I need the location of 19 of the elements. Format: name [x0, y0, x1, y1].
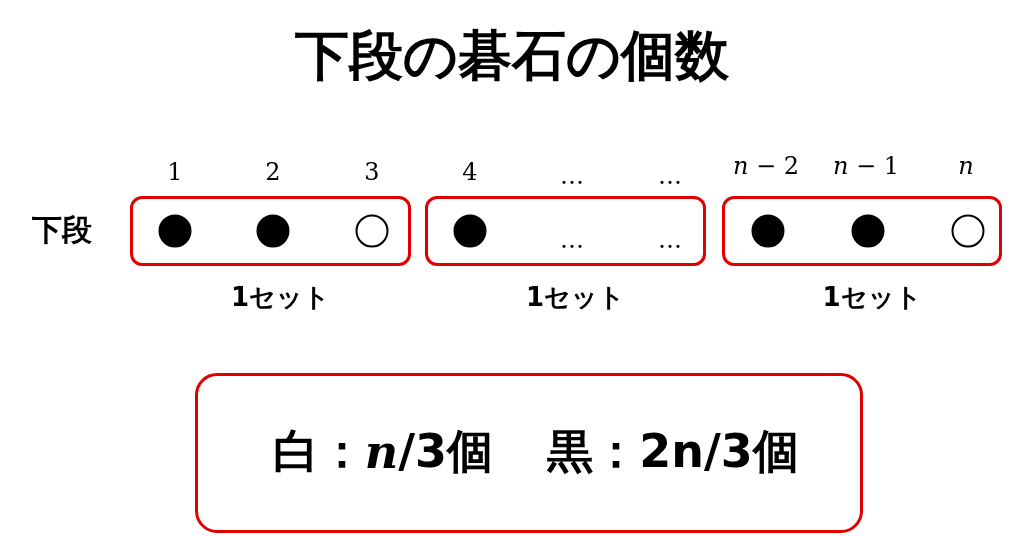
position-number: n	[958, 152, 974, 180]
position-number: …	[658, 226, 682, 254]
position-number: …	[658, 162, 682, 190]
count-text: 黒：2n/3個	[547, 423, 799, 480]
position-number: 4	[462, 158, 478, 186]
position-number: …	[560, 162, 584, 190]
position-number: 2	[265, 158, 281, 186]
count-text: 白：n/3個	[272, 423, 494, 481]
position-number: …	[560, 226, 584, 254]
result-box	[195, 373, 863, 533]
row-label: 下段	[32, 210, 92, 249]
position-number: 1	[167, 158, 183, 186]
position-number: n − 2	[732, 152, 800, 180]
set-label: 1セット	[822, 281, 922, 314]
position-number: n − 1	[832, 152, 900, 180]
set-label: 1セット	[525, 281, 626, 314]
position-number: 3	[364, 158, 380, 186]
set-label: 1セット	[230, 281, 331, 314]
title: 下段の碁石の個数	[294, 23, 730, 89]
